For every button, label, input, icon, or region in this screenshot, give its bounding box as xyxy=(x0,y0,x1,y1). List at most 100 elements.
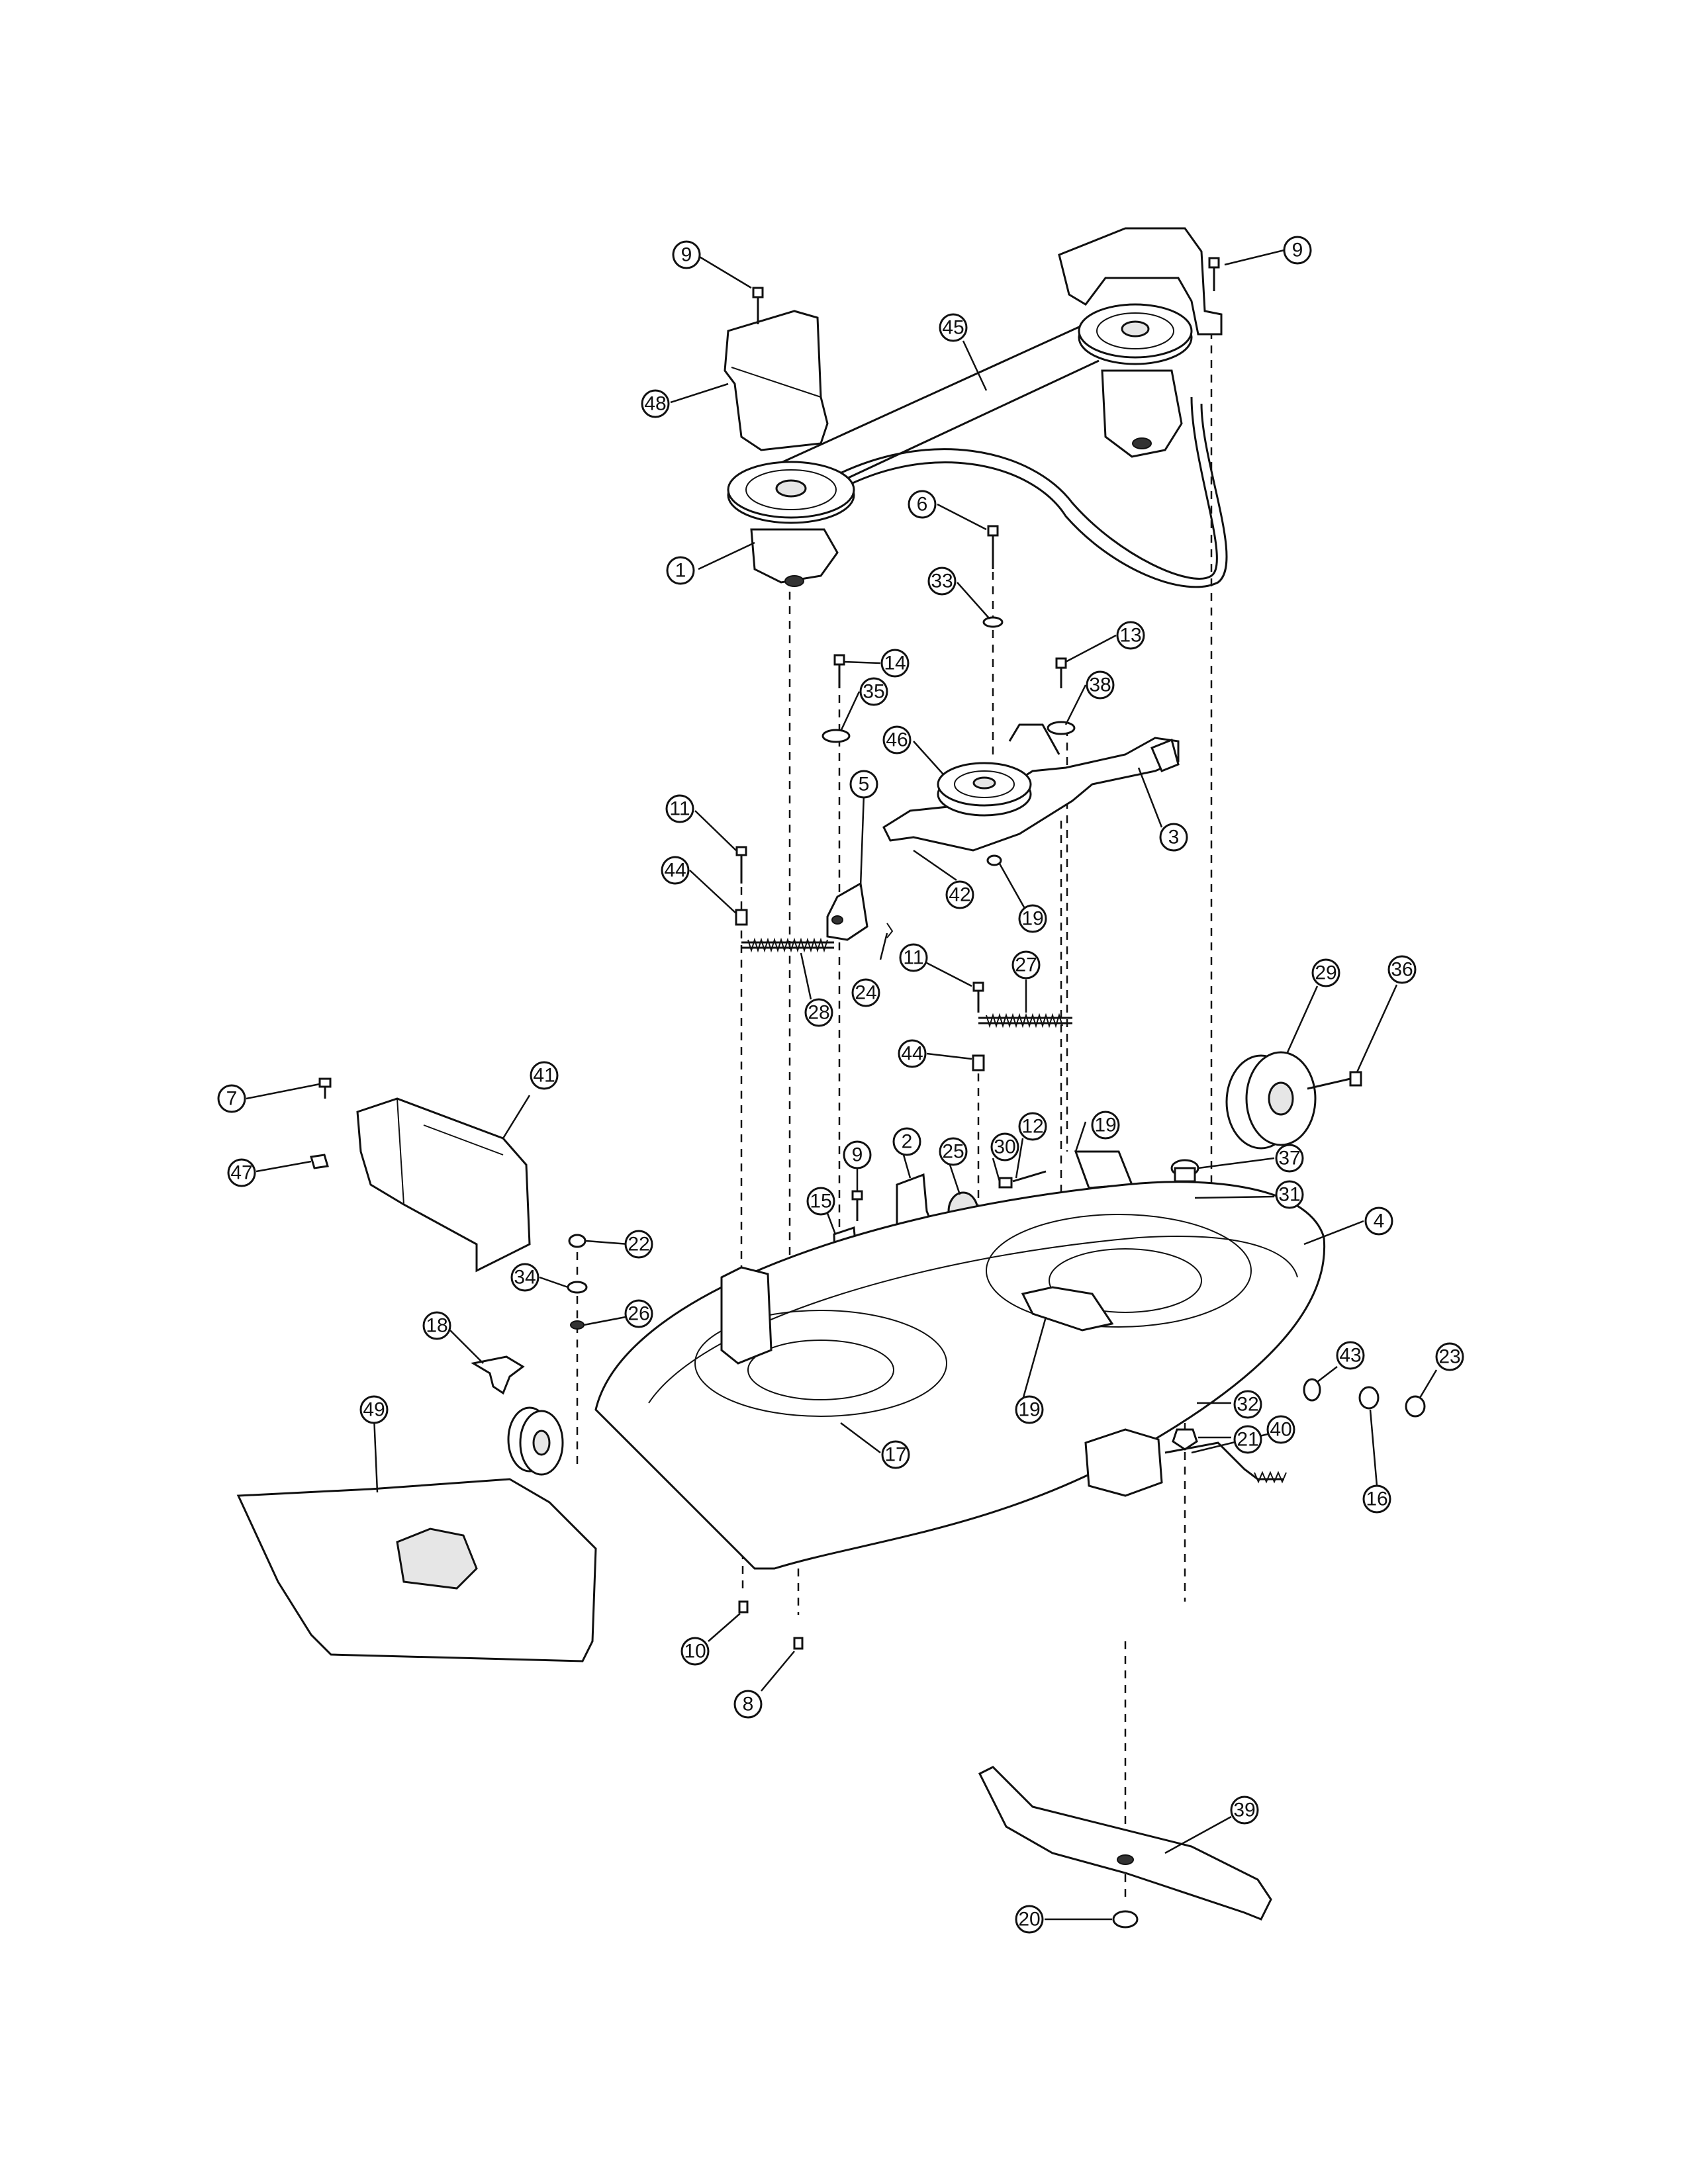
svg-text:7: 7 xyxy=(226,1088,238,1110)
svg-text:16: 16 xyxy=(1366,1488,1387,1510)
callout-26: 26 xyxy=(624,1299,653,1328)
callout-9: 9 xyxy=(843,1140,872,1169)
callout-7: 7 xyxy=(217,1084,246,1113)
svg-text:20: 20 xyxy=(1018,1909,1040,1931)
callout-44: 44 xyxy=(898,1039,927,1068)
right-belt-guard xyxy=(1058,227,1223,336)
callout-46: 46 xyxy=(882,725,912,754)
svg-text:6: 6 xyxy=(917,494,928,516)
svg-text:12: 12 xyxy=(1021,1116,1043,1138)
svg-text:15: 15 xyxy=(810,1191,831,1212)
callout-23: 23 xyxy=(1435,1342,1464,1371)
svg-text:19: 19 xyxy=(1094,1115,1116,1136)
svg-text:44: 44 xyxy=(901,1043,923,1065)
svg-text:23: 23 xyxy=(1438,1346,1460,1368)
callout-47: 47 xyxy=(227,1158,256,1187)
callout-41: 41 xyxy=(530,1061,559,1090)
callout-15: 15 xyxy=(806,1187,835,1216)
callout-30: 30 xyxy=(990,1132,1019,1161)
svg-text:41: 41 xyxy=(533,1065,555,1087)
callout-38: 38 xyxy=(1086,670,1115,700)
callout-14: 14 xyxy=(880,649,910,678)
svg-text:46: 46 xyxy=(886,729,908,751)
svg-text:10: 10 xyxy=(684,1641,706,1662)
svg-text:19: 19 xyxy=(1018,1399,1040,1421)
svg-text:9: 9 xyxy=(852,1144,863,1166)
mower-deck xyxy=(594,1181,1326,1570)
callout-9: 9 xyxy=(672,240,701,269)
callout-2: 2 xyxy=(892,1127,921,1156)
callout-13: 13 xyxy=(1116,621,1145,650)
side-shield xyxy=(356,1097,531,1273)
right-spindle-pulley xyxy=(1078,303,1193,458)
callout-49: 49 xyxy=(359,1395,389,1424)
callout-44: 44 xyxy=(661,856,690,885)
svg-text:29: 29 xyxy=(1315,962,1336,984)
callout-6: 6 xyxy=(908,490,937,519)
svg-text:44: 44 xyxy=(664,860,686,882)
callout-8: 8 xyxy=(733,1690,763,1719)
callout-39: 39 xyxy=(1230,1796,1259,1825)
callout-43: 43 xyxy=(1336,1341,1365,1370)
callout-17: 17 xyxy=(881,1440,910,1469)
svg-text:47: 47 xyxy=(230,1162,252,1184)
svg-text:13: 13 xyxy=(1119,625,1141,647)
callout-34: 34 xyxy=(510,1263,539,1292)
callout-11: 11 xyxy=(665,794,694,823)
svg-text:40: 40 xyxy=(1270,1419,1291,1441)
svg-text:45: 45 xyxy=(942,317,964,339)
svg-text:48: 48 xyxy=(644,393,666,415)
left-spindle-pulley xyxy=(727,461,855,587)
callout-25: 25 xyxy=(939,1137,968,1166)
callout-10: 10 xyxy=(680,1637,710,1666)
svg-text:18: 18 xyxy=(426,1315,447,1337)
svg-text:11: 11 xyxy=(669,798,690,820)
callout-40: 40 xyxy=(1266,1415,1295,1444)
svg-text:32: 32 xyxy=(1237,1394,1258,1416)
svg-text:26: 26 xyxy=(628,1303,649,1325)
svg-text:14: 14 xyxy=(884,653,906,674)
leader-lines xyxy=(246,249,1438,1921)
idler-bracket-assembly xyxy=(882,723,1180,852)
hardware-parts xyxy=(310,257,1426,1929)
callout-12: 12 xyxy=(1018,1112,1047,1141)
svg-text:4: 4 xyxy=(1374,1210,1385,1232)
callout-group: 9 9 45 48 1 6 33 14 13 35 38 xyxy=(217,236,1464,1934)
svg-text:30: 30 xyxy=(994,1136,1015,1158)
discharge-chute xyxy=(236,1406,597,1662)
callout-27: 27 xyxy=(1011,950,1041,979)
svg-text:36: 36 xyxy=(1391,959,1413,981)
callout-1: 1 xyxy=(666,556,695,585)
svg-text:33: 33 xyxy=(931,570,953,592)
callout-36: 36 xyxy=(1387,955,1417,984)
callout-33: 33 xyxy=(927,567,957,596)
callout-37: 37 xyxy=(1275,1144,1304,1173)
svg-text:35: 35 xyxy=(863,681,884,703)
svg-text:42: 42 xyxy=(949,884,970,906)
callout-11: 11 xyxy=(899,943,928,972)
callout-22: 22 xyxy=(624,1230,653,1259)
svg-text:49: 49 xyxy=(363,1399,385,1421)
callout-4: 4 xyxy=(1364,1206,1393,1236)
callout-9: 9 xyxy=(1283,236,1312,265)
left-belt-guard xyxy=(724,310,829,451)
drive-belt xyxy=(757,320,1228,588)
callout-35: 35 xyxy=(859,677,888,706)
svg-text:27: 27 xyxy=(1015,954,1037,976)
svg-text:37: 37 xyxy=(1278,1148,1300,1169)
callout-16: 16 xyxy=(1362,1484,1391,1514)
svg-text:24: 24 xyxy=(855,982,876,1004)
svg-text:31: 31 xyxy=(1278,1184,1300,1206)
callout-31: 31 xyxy=(1275,1180,1304,1209)
callout-32: 32 xyxy=(1233,1390,1262,1419)
svg-text:25: 25 xyxy=(942,1141,964,1163)
callout-3: 3 xyxy=(1159,823,1188,852)
svg-text:5: 5 xyxy=(859,774,870,796)
callout-45: 45 xyxy=(939,313,968,342)
svg-text:34: 34 xyxy=(514,1267,536,1289)
callout-42: 42 xyxy=(945,880,974,909)
callout-18: 18 xyxy=(422,1311,451,1340)
callout-21: 21 xyxy=(1233,1425,1262,1454)
cutting-blade xyxy=(978,1766,1272,1921)
